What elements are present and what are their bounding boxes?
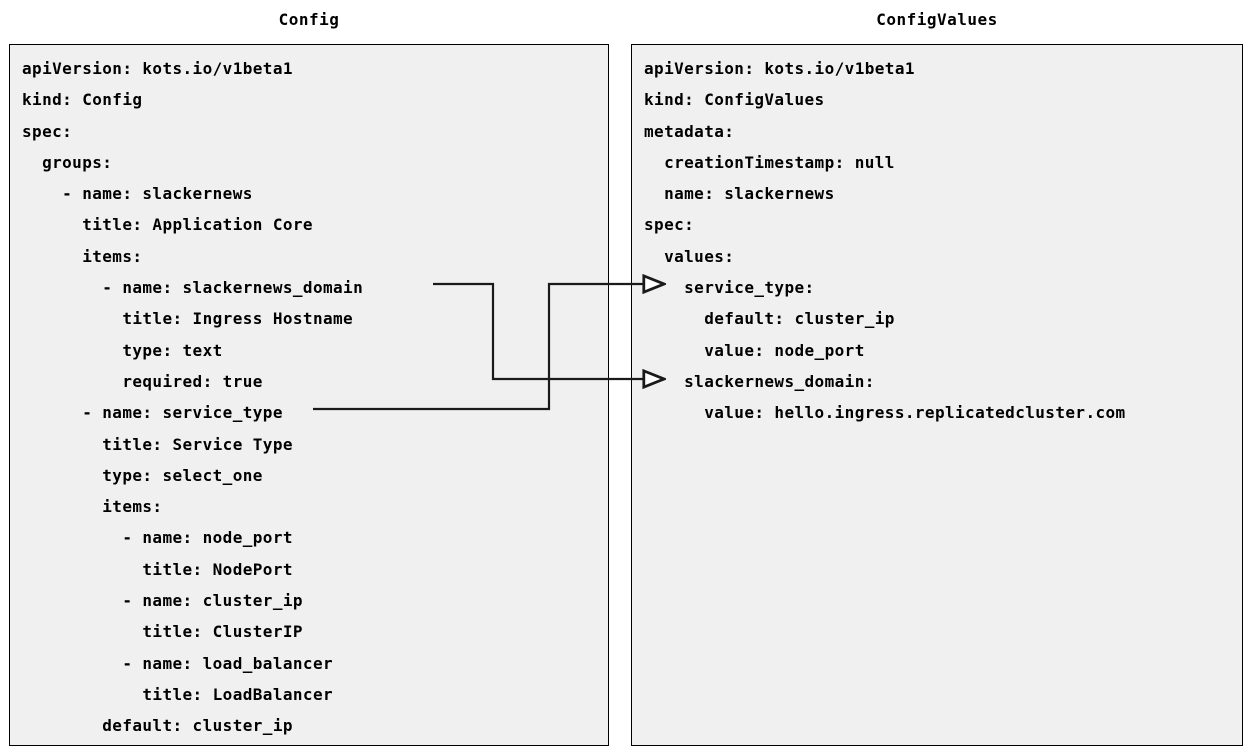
config-yaml-line: items: [22,246,143,266]
config-yaml-line: groups: [22,152,113,172]
config-yaml-line: - name: slackernews_domain [22,278,364,298]
configvalues-yaml-line: service_type: [644,278,815,298]
config-panel-title: Config [278,10,340,29]
config-yaml-line: title: ClusterIP [22,622,303,642]
configvalues-panel: apiVersion: kots.io/v1beta1 kind: ConfigV… [631,44,1243,746]
configvalues-yaml-block: apiVersion: kots.io/v1beta1 kind: ConfigV… [644,53,1238,429]
config-yaml-line: title: Application Core [22,215,313,235]
configvalues-yaml-line: value: node_port [644,340,865,360]
config-yaml-line: - name: service_type [22,403,283,423]
config-yaml-line: - name: node_port [22,528,293,548]
config-yaml-line: required: true [22,371,263,391]
config-yaml-line: title: LoadBalancer [22,684,334,704]
config-yaml-line: apiVersion: kots.io/v1beta1 [22,59,293,78]
config-yaml-line: title: NodePort [22,559,293,579]
configvalues-yaml-line: name: slackernews [644,184,835,204]
configvalues-yaml-line: spec: [644,215,695,235]
configvalues-yaml-line: apiVersion: kots.io/v1beta1 [644,59,915,78]
configvalues-yaml-line: slackernews_domain: [644,371,875,391]
config-yaml-line: kind: Config [22,90,143,110]
config-panel: apiVersion: kots.io/v1beta1 kind: Config s… [9,44,609,746]
config-yaml-line: spec: [22,121,73,141]
configvalues-panel-title: ConfigValues [876,10,998,29]
configvalues-yaml-line: default: cluster_ip [644,309,895,329]
config-yaml-line: type: select_one [22,465,263,485]
config-yaml-line: items: [22,497,163,517]
configvalues-yaml-line: values: [644,246,735,266]
config-yaml-block: apiVersion: kots.io/v1beta1 kind: Config s… [22,53,604,742]
config-yaml-line: default: cluster_ip [22,716,293,736]
config-yaml-line: title: Ingress Hostname [22,309,354,329]
config-yaml-line: title: Service Type [22,434,293,454]
config-yaml-line: type: text [22,340,223,360]
configvalues-yaml-line: kind: ConfigValues [644,90,825,110]
configvalues-yaml-line: creationTimestamp: null [644,152,895,172]
configvalues-yaml-line: value: hello.ingress.replicatedcluster.c… [644,403,1126,423]
config-yaml-line: - name: cluster_ip [22,591,303,611]
configvalues-yaml-line: metadata: [644,121,735,141]
config-yaml-line: - name: slackernews [22,184,253,204]
config-yaml-line: - name: load_balancer [22,653,334,673]
